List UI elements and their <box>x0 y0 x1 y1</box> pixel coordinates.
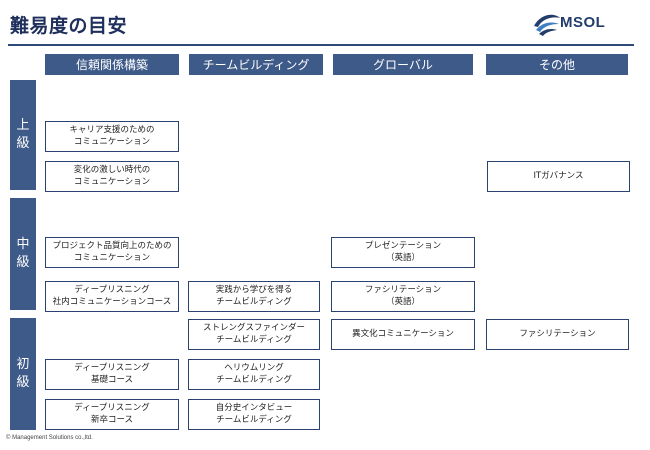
level-label: 級 <box>16 136 30 151</box>
msol-logo-icon <box>534 14 560 36</box>
level-label: 初 <box>16 357 30 373</box>
level-intermediate: 中 級 <box>10 198 36 310</box>
course-box: ファシリテーション <box>486 319 629 350</box>
course-box: ITガバナンス <box>487 161 630 192</box>
logo-text: MSOL <box>560 14 606 31</box>
column-header-global: グローバル <box>333 54 473 75</box>
course-box: ファシリテーション （英語） <box>331 281 475 312</box>
course-box: 実践から学びを得る チームビルディング <box>188 281 320 312</box>
course-box: 変化の激しい時代の コミュニケーション <box>45 161 179 192</box>
course-box: ヘリウムリング チームビルディング <box>188 359 320 390</box>
title-divider <box>8 44 634 46</box>
level-label: 中 <box>16 237 30 253</box>
page-title: 難易度の目安 <box>10 15 128 37</box>
course-box: ディープリスニング 新卒コース <box>45 399 179 430</box>
column-header-other: その他 <box>486 54 628 75</box>
column-header-trust: 信頼関係構築 <box>45 54 179 75</box>
course-box: 自分史インタビュー チームビルディング <box>188 399 320 430</box>
course-box: プロジェクト品質向上のための コミュニケーション <box>45 237 179 268</box>
level-beginner: 初 級 <box>10 318 36 430</box>
level-label: 級 <box>16 255 30 270</box>
course-box: プレゼンテーション （英語） <box>331 237 475 268</box>
course-box: ディープリスニング 社内コミュニケーションコース <box>45 281 179 312</box>
level-label: 級 <box>16 375 30 390</box>
column-header-team: チームビルディング <box>189 54 323 75</box>
level-label: 上 <box>16 118 30 134</box>
course-box: キャリア支援のための コミュニケーション <box>45 121 179 152</box>
course-box: ストレングスファインダー チームビルディング <box>188 319 320 350</box>
course-box: ディープリスニング 基礎コース <box>45 359 179 390</box>
level-advanced: 上 級 <box>10 80 36 190</box>
course-box: 異文化コミュニケーション <box>331 319 475 350</box>
copyright-text: © Management Solutions co.,ltd. <box>6 435 93 441</box>
